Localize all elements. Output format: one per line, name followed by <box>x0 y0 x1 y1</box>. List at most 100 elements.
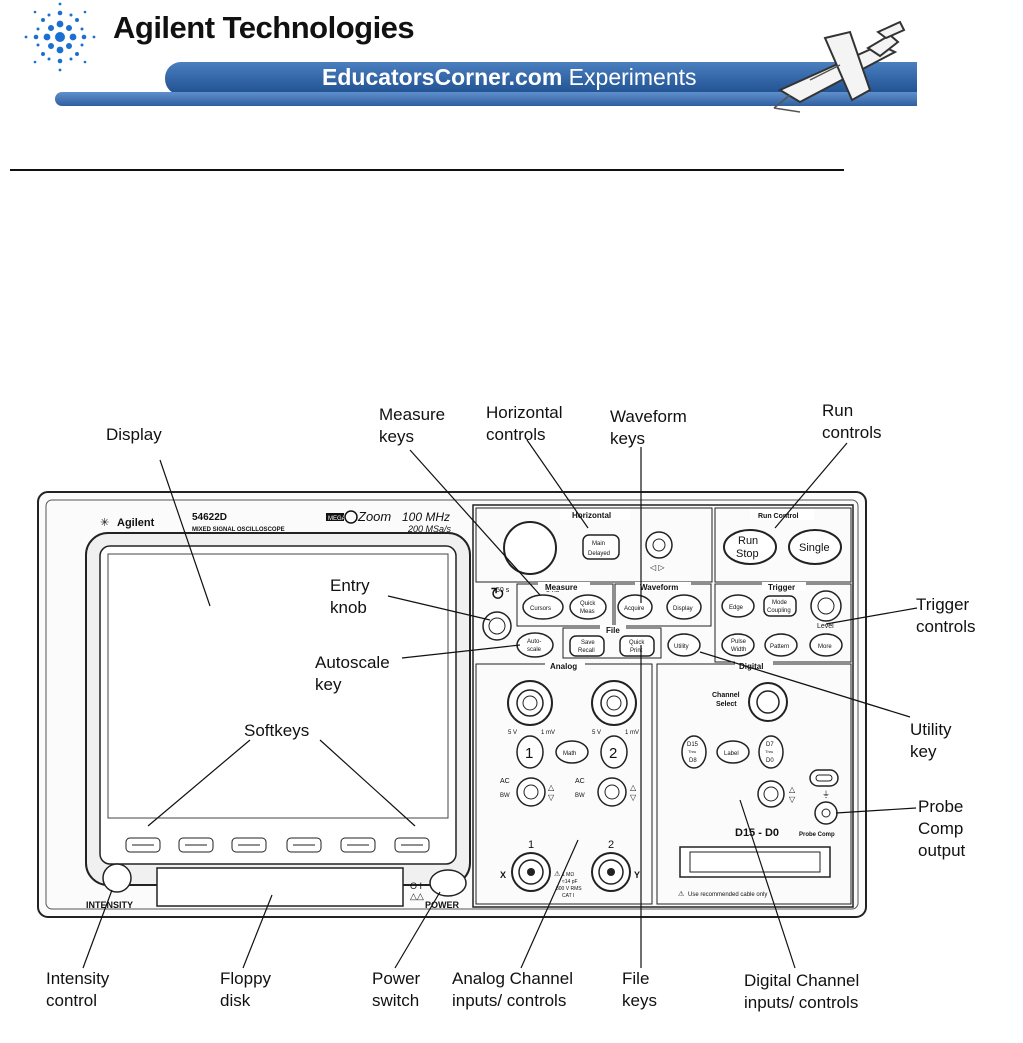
power-label: POWER <box>425 900 460 910</box>
quick-print-button[interactable] <box>619 635 655 657</box>
scope-bezel <box>45 499 859 910</box>
label-button[interactable] <box>716 740 750 764</box>
ch1-updown-icon: △ <box>548 783 555 792</box>
save-recall-button[interactable] <box>569 635 605 657</box>
callout-waveform-1: Waveform <box>610 407 687 426</box>
channel-select-knob-inner <box>756 690 780 714</box>
floppy-slot[interactable] <box>156 867 404 907</box>
channel-select-label-1: Channel <box>712 692 740 699</box>
mode-coupling-button[interactable] <box>763 595 797 617</box>
probe-comp-ground-loop[interactable] <box>809 769 839 787</box>
ch1-button[interactable] <box>516 735 544 769</box>
horizontal-label-bg <box>560 509 630 520</box>
callout-leaders <box>82 439 918 969</box>
single-button[interactable] <box>788 529 842 565</box>
math-button[interactable] <box>555 740 589 764</box>
model-strip: ✳ Agilent 54622D MIXED SIGNAL OSCILLOSCO… <box>100 509 452 534</box>
analog-label-bg <box>545 661 585 670</box>
horizontal-scale-knob[interactable] <box>503 521 557 575</box>
digital-label-bg <box>735 661 773 670</box>
probe-comp-panel-label: Probe Comp <box>799 832 835 838</box>
horizontal-position-knob-center <box>652 538 666 552</box>
ch1-position-knob-center <box>523 784 539 800</box>
callout-intensity-2: control <box>46 991 98 1010</box>
callout-run-2: controls <box>822 423 882 442</box>
sample-rate: 200 MSa/s <box>407 524 452 534</box>
file-label: File <box>606 626 620 635</box>
banner-strip <box>55 92 917 106</box>
y-input-label: Y <box>634 870 640 880</box>
callout-autoscale-2: key <box>315 675 342 694</box>
d15-label: D15 <box>687 742 699 748</box>
ch2-button[interactable] <box>600 735 628 769</box>
d7-d0-button[interactable] <box>758 735 784 769</box>
callout-probe-1: Probe <box>918 797 964 816</box>
cursors-label: Cursors <box>530 606 551 612</box>
callout-horizontal-2: controls <box>486 425 546 444</box>
edge-button[interactable] <box>721 594 755 618</box>
autoscale-label-2: scale <box>527 647 542 653</box>
separator-rule <box>10 169 844 171</box>
more-button[interactable] <box>809 633 843 657</box>
main-delayed-button[interactable] <box>582 534 620 560</box>
waveform-label: Waveform <box>640 583 678 592</box>
leader-power <box>394 891 441 969</box>
ch2-volts-knob-center <box>606 695 622 711</box>
callout-softkeys: Softkeys <box>244 721 310 740</box>
recall-label: Recall <box>578 648 595 654</box>
measure-label: Measure <box>545 583 578 592</box>
banner-section: Experiments <box>562 64 697 90</box>
save-label: Save <box>581 640 595 646</box>
ch2-position-knob-center <box>604 784 620 800</box>
waveform-label-bg <box>635 582 691 591</box>
power-switch[interactable] <box>429 869 467 897</box>
leader-horizontal <box>526 439 589 529</box>
analog-label: Analog <box>550 662 577 671</box>
input-rating-4: CAT I <box>562 893 574 899</box>
leader-utility <box>699 651 911 718</box>
intensity-knob[interactable] <box>102 863 132 893</box>
leader-trigger <box>825 607 918 625</box>
leader-run <box>774 442 848 529</box>
control-panel-frame <box>472 504 854 908</box>
digital-cable-connector-inner <box>689 851 821 873</box>
pulse-width-button[interactable] <box>721 633 755 657</box>
callout-waveform-2: keys <box>610 429 645 448</box>
channel-select-label-2: Select <box>716 701 737 708</box>
utility-button[interactable] <box>667 633 701 657</box>
run-stop-button[interactable] <box>723 529 777 565</box>
callout-display: Display <box>106 425 162 444</box>
agilent-spark-logo <box>24 2 96 72</box>
intensity-label: INTENSITY <box>86 900 133 910</box>
header-banner: Agilent Technologies EducatorsCorner.com… <box>0 0 1023 130</box>
leader-softkeys-left <box>147 739 251 827</box>
acquire-button[interactable] <box>617 594 653 620</box>
callout-trigger-2: controls <box>916 617 976 636</box>
pattern-button[interactable] <box>764 633 798 657</box>
banner-site: EducatorsCorner.com <box>322 64 563 90</box>
d15-d8-button[interactable] <box>681 735 707 769</box>
autoscale-label-1: Auto- <box>527 639 541 645</box>
cable-warning-icon: ⚠ <box>678 890 684 898</box>
callout-utility-2: key <box>910 742 937 761</box>
coupling-label: Coupling <box>767 608 791 614</box>
quick-meas-button[interactable] <box>569 594 607 620</box>
leader-floppy <box>242 894 273 969</box>
autoscale-button[interactable] <box>516 632 554 658</box>
leader-display <box>159 459 211 607</box>
quick-meas-label-2: Meas <box>580 609 595 615</box>
callout-intensity-1: Intensity <box>46 969 110 988</box>
horizontal-label: Horizontal <box>572 511 611 520</box>
d7-label: D7 <box>766 742 774 748</box>
callout-file-1: File <box>622 969 650 988</box>
utility-key-label: Utility <box>674 644 689 650</box>
cursors-button[interactable] <box>522 594 564 620</box>
brand-star-icon: ✳ <box>100 517 109 529</box>
display-button[interactable] <box>666 594 702 620</box>
leader-digital <box>739 799 796 969</box>
zoom-label: Zoom <box>357 509 391 524</box>
single-label: Single <box>799 542 830 554</box>
leader-probe <box>835 807 917 814</box>
pulse-label: Pulse <box>731 639 747 645</box>
pattern-label: Pattern <box>770 644 789 650</box>
